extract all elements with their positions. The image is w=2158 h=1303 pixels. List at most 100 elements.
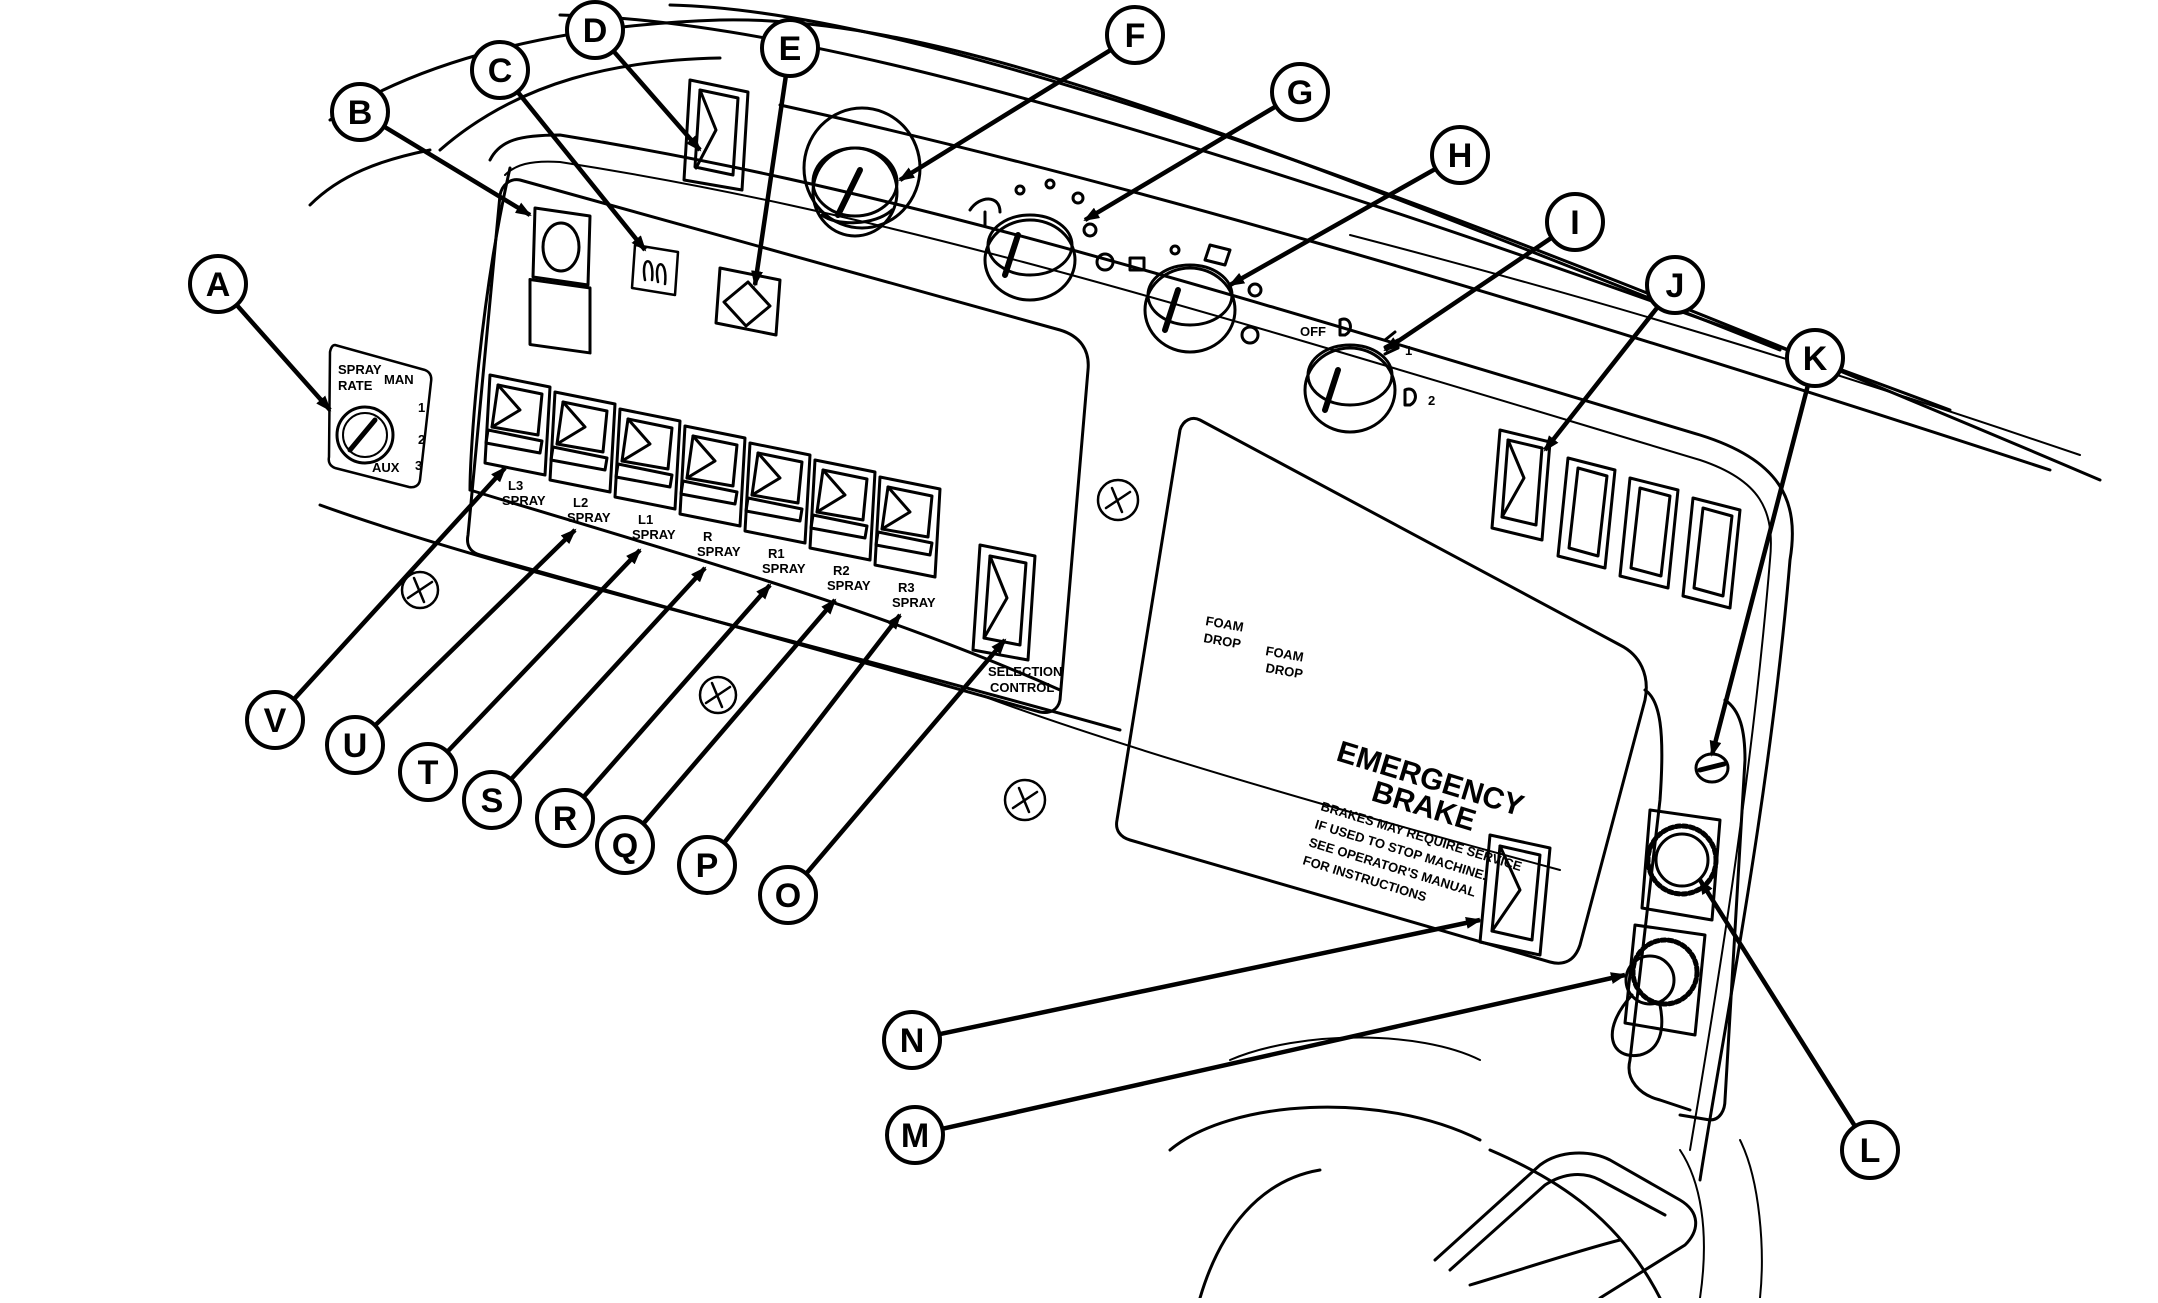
aux-label: AUX [372, 460, 400, 475]
callout-letter-r: R [553, 800, 578, 838]
spray-switch-3[interactable] [613, 407, 682, 511]
foam-drop-2-b: DROP [1264, 660, 1304, 681]
logo-marks [400, 478, 1140, 822]
spray-switch-label-5-a: R1 [768, 546, 785, 561]
blank-switch-slots [1556, 456, 1742, 610]
callout-u: U [325, 715, 385, 775]
leader-g [1083, 104, 1278, 222]
emergency-brake-switch[interactable] [1478, 833, 1552, 957]
callout-letter-h: H [1448, 137, 1473, 175]
callout-letter-u: U [343, 727, 368, 765]
foam-drop-1-b: DROP [1202, 630, 1242, 651]
right-device-strip [1627, 688, 1747, 1122]
spray-rate-label-1: SPRAY [338, 362, 382, 377]
callout-o: O [758, 865, 818, 925]
callout-c: C [470, 40, 530, 100]
callout-letter-f: F [1125, 17, 1146, 55]
spray-switch-label-3-b: SPRAY [632, 527, 676, 542]
dashboard-outline [308, 3, 2102, 1300]
rate-tick-1: 1 [418, 400, 425, 415]
callout-letter-p: P [696, 847, 719, 885]
rocker-switch-d[interactable] [682, 78, 750, 192]
spray-switch-4[interactable] [678, 424, 747, 528]
light-off-label: OFF [1300, 324, 1326, 339]
callout-v: V [245, 690, 305, 750]
callout-g: G [1270, 62, 1330, 122]
callout-e: E [760, 18, 820, 78]
spray-switch-label-1-a: L3 [508, 478, 523, 493]
callout-letter-j: J [1666, 267, 1685, 305]
spray-switch-label-7-b: SPRAY [892, 595, 936, 610]
callout-letter-b: B [348, 94, 373, 132]
leader-n [938, 917, 1482, 1037]
spray-switch-label-6-b: SPRAY [827, 578, 871, 593]
leader-s [509, 566, 707, 781]
leader-d [611, 49, 702, 152]
leader-e [751, 75, 789, 287]
callout-letter-q: Q [612, 827, 638, 865]
light-1-label: 1 [1405, 343, 1412, 358]
spray-switch-label-4-a: R [703, 529, 713, 544]
spray-switch-row [483, 373, 942, 579]
leader-p [722, 613, 902, 845]
callout-i: I [1545, 192, 1605, 252]
spray-rate-label-2: RATE [338, 378, 373, 393]
spray-switch-1[interactable] [483, 373, 552, 477]
spray-switch-label-4-b: SPRAY [697, 544, 741, 559]
leader-v [292, 466, 507, 701]
rocker-switch-j[interactable] [1490, 428, 1552, 542]
leader-j [1543, 305, 1660, 452]
callout-b: B [330, 82, 390, 142]
spray-switch-7[interactable] [873, 475, 942, 579]
right-placard-panel [1115, 416, 1648, 965]
callout-letter-g: G [1287, 74, 1313, 112]
leader-h [1228, 166, 1437, 287]
callout-letter-n: N [900, 1022, 925, 1060]
man-label: MAN [384, 372, 414, 387]
callout-q: Q [595, 815, 655, 875]
callout-l: L [1840, 1120, 1900, 1180]
callout-j: J [1645, 255, 1705, 315]
selection-label-2: CONTROL [990, 680, 1054, 695]
callout-letter-m: M [901, 1117, 929, 1155]
spray-switch-label-1-b: SPRAY [502, 493, 546, 508]
indicator-b-lamp [531, 206, 592, 287]
foam-drop-2-a: FOAM [1264, 643, 1304, 664]
leader-r [581, 583, 772, 799]
key-switch-k[interactable] [1694, 752, 1730, 784]
callout-f: F [1105, 5, 1165, 65]
spray-switch-5[interactable] [743, 441, 812, 545]
spray-switch-label-5-b: SPRAY [762, 561, 806, 576]
callout-m: M [885, 1105, 945, 1165]
callout-letter-i: I [1570, 204, 1579, 242]
callout-s: S [462, 770, 522, 830]
indicator-c-glow-plug [630, 243, 680, 297]
spray-rate-selector[interactable] [327, 343, 433, 489]
spray-switch-2[interactable] [548, 390, 617, 494]
spray-switch-label-2-b: SPRAY [567, 510, 611, 525]
rate-tick-3: 3 [415, 458, 422, 473]
callout-letter-a: A [206, 266, 231, 304]
spray-switch-label-7-a: R3 [898, 580, 915, 595]
callout-t: T [398, 742, 458, 802]
callout-n: N [882, 1010, 942, 1070]
knob-h[interactable] [1128, 243, 1263, 354]
spray-switch-label-2-a: L2 [573, 495, 588, 510]
selection-label-1: SELECTION [988, 664, 1062, 679]
callout-letter-t: T [418, 754, 439, 792]
connector-m[interactable] [1610, 923, 1707, 1058]
connector-l[interactable] [1640, 808, 1722, 922]
left-switch-panel [466, 178, 1090, 714]
knob-f[interactable] [802, 106, 922, 238]
callout-letter-k: K [1803, 340, 1828, 378]
leader-m [941, 972, 1627, 1132]
callout-letter-s: S [481, 782, 504, 820]
selection-control-switch[interactable] [971, 543, 1037, 662]
knob-g[interactable] [968, 178, 1115, 302]
leader-l [1698, 878, 1857, 1128]
callout-a: A [188, 254, 248, 314]
spray-switch-6[interactable] [808, 458, 877, 562]
